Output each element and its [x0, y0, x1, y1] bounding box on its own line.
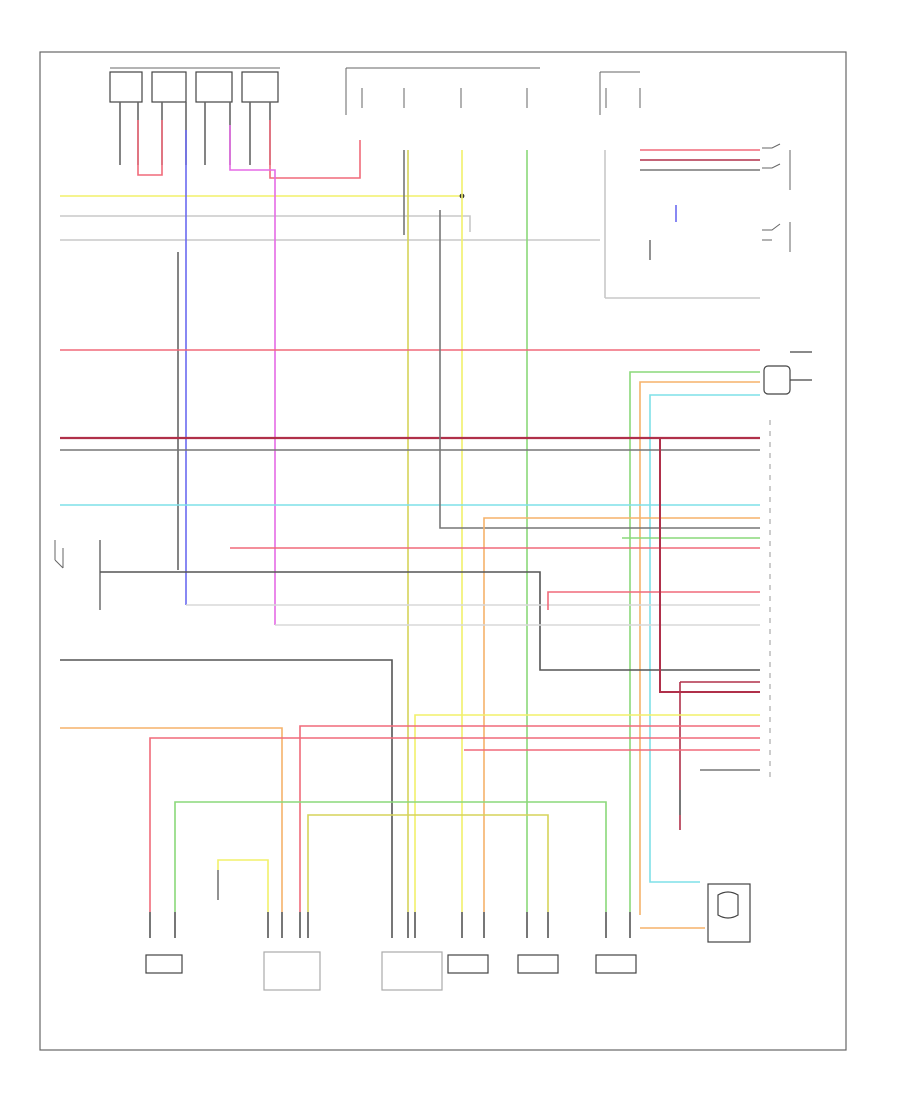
left-switch [54, 540, 64, 569]
wire-layer [60, 102, 760, 929]
relay-stubs [119, 102, 271, 165]
data-link-connector [763, 351, 812, 395]
connector-b [263, 951, 321, 991]
bottom-connectors [145, 951, 637, 991]
connector-f [595, 954, 637, 974]
wire-gray-2 [60, 215, 471, 232]
right-switch-top [762, 143, 791, 252]
top-fuse-block [345, 67, 641, 115]
bottom-right-sensor [707, 883, 751, 943]
wire-red-relay [137, 120, 163, 176]
top-relay-block [109, 67, 280, 103]
pin-marks [149, 790, 681, 938]
diagram-frame [39, 51, 847, 1051]
connector-c [381, 951, 443, 991]
connector-d [447, 954, 489, 974]
connector-e [517, 954, 559, 974]
connector-a [145, 954, 183, 974]
wire-magenta [229, 125, 276, 625]
wire-red-top [269, 120, 361, 179]
